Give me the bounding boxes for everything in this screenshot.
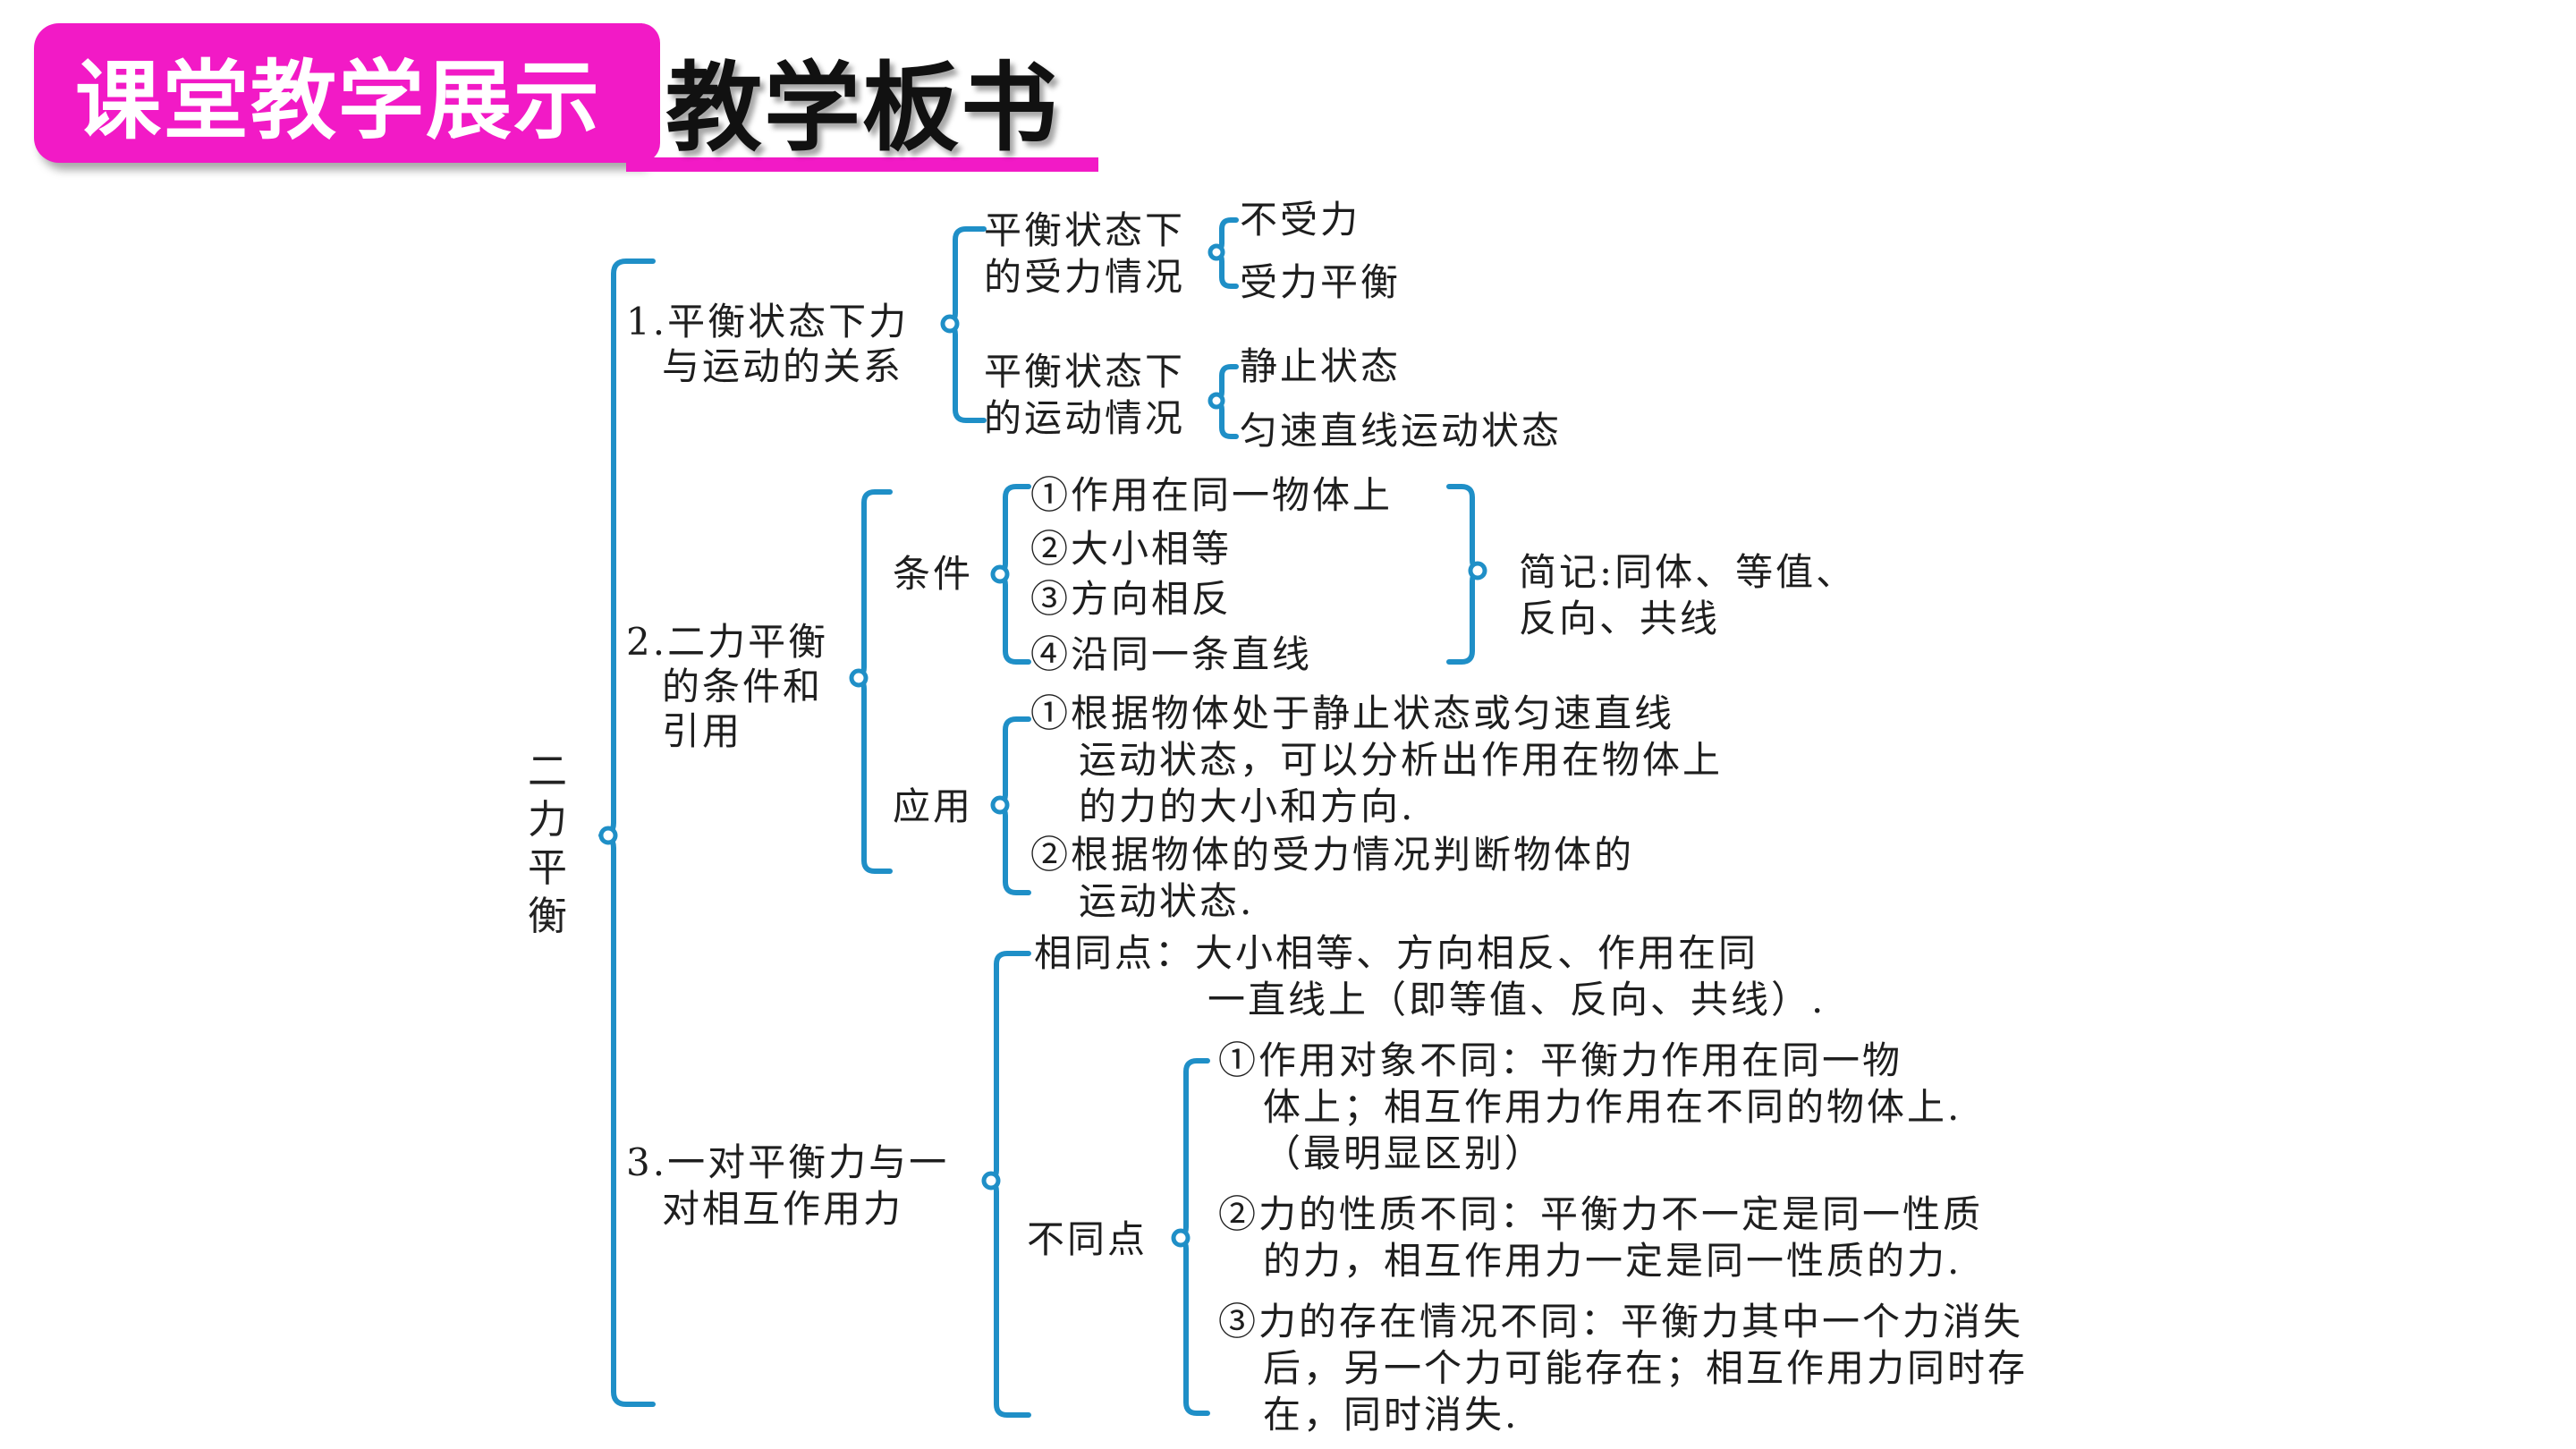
b3-node bbox=[981, 1171, 1001, 1191]
b1-sub1-node bbox=[1208, 243, 1225, 261]
slide-header: 课堂教学展示 教学板书 bbox=[0, 0, 1109, 197]
b1-sub2-node bbox=[1208, 392, 1225, 410]
diff-line-5: 的力，相互作用力一定是同一性质的力. bbox=[1263, 1239, 1962, 1283]
app-line-5: 运动状态. bbox=[1079, 879, 1255, 923]
b3-label-line2: 对相互作用力 bbox=[662, 1187, 904, 1231]
b2-label-line2: 的条件和 bbox=[662, 665, 824, 708]
cond-item-4: ④沿同一条直线 bbox=[1030, 632, 1313, 676]
section-tab: 课堂教学展示 bbox=[34, 23, 642, 163]
diff-line-8: 在，同时消失. bbox=[1263, 1393, 1520, 1436]
cond-node bbox=[990, 564, 1010, 584]
root-bracket bbox=[598, 258, 656, 1407]
cond-item-1: ①作用在同一物体上 bbox=[1030, 473, 1394, 517]
diff-line-3: （最明显区别） bbox=[1263, 1131, 1546, 1175]
b1-sub2-line2: 的运动情况 bbox=[984, 396, 1186, 440]
tab-notch bbox=[623, 23, 660, 163]
b3-label-line1: 3.一对平衡力与一 bbox=[626, 1140, 950, 1184]
cond-item-3: ③方向相反 bbox=[1030, 577, 1233, 621]
cond-item-2: ②大小相等 bbox=[1030, 527, 1233, 571]
app-line-2: 运动状态，可以分析出作用在物体上 bbox=[1079, 738, 1724, 782]
diff-line-7: 后，另一个力可能存在；相互作用力同时存 bbox=[1263, 1346, 2029, 1390]
root-node bbox=[598, 826, 618, 845]
app-line-4: ②根据物体的受力情况判断物体的 bbox=[1030, 833, 1635, 877]
b2-label-line1: 2.二力平衡 bbox=[626, 620, 829, 664]
cond-label: 条件 bbox=[893, 552, 974, 596]
page-title: 教学板书 bbox=[665, 53, 1060, 165]
summary-line1: 简记:同体、等值、 bbox=[1519, 550, 1857, 594]
b2-label-line3: 引用 bbox=[662, 709, 743, 753]
diff-line-2: 体上；相互作用力作用在不同的物体上. bbox=[1263, 1085, 1962, 1129]
b1-node bbox=[940, 314, 960, 334]
b1-sub2-line1: 平衡状态下 bbox=[984, 350, 1186, 394]
diff-line-1: ①作用对象不同：平衡力作用在同一物 bbox=[1218, 1038, 1903, 1082]
app-line-3: 的力的大小和方向. bbox=[1079, 784, 1416, 828]
same-line-1: 相同点：大小相等、方向相反、作用在同 bbox=[1034, 931, 1759, 975]
b1-sub2-leaf2: 匀速直线运动状态 bbox=[1240, 409, 1563, 453]
diff-label: 不同点 bbox=[1027, 1217, 1148, 1261]
b1-label-line1: 1.平衡状态下力 bbox=[626, 300, 910, 343]
diff-line-4: ②力的性质不同：平衡力不一定是同一性质 bbox=[1218, 1192, 1984, 1236]
b2-node bbox=[849, 668, 869, 688]
app-line-1: ①根据物体处于静止状态或匀速直线 bbox=[1030, 691, 1675, 735]
b1-sub1-leaf2: 受力平衡 bbox=[1240, 260, 1402, 304]
summary-line2: 反向、共线 bbox=[1519, 597, 1721, 640]
root-topic: 二力平衡 bbox=[528, 749, 567, 939]
app-label: 应用 bbox=[893, 784, 974, 828]
summary-node bbox=[1468, 561, 1487, 580]
b1-sub1-leaf1: 不受力 bbox=[1240, 198, 1361, 242]
app-node bbox=[990, 795, 1010, 815]
b1-sub1-line2: 的受力情况 bbox=[984, 255, 1186, 299]
title-underline bbox=[626, 157, 1098, 172]
b1-sub1-line1: 平衡状态下 bbox=[984, 208, 1186, 252]
diff-line-6: ③力的存在情况不同：平衡力其中一个力消失 bbox=[1218, 1300, 2024, 1343]
diff-node bbox=[1171, 1228, 1191, 1248]
section-tab-label: 课堂教学展示 bbox=[75, 50, 601, 151]
same-line-2: 一直线上（即等值、反向、共线）. bbox=[1208, 978, 1826, 1021]
b1-label-line2: 与运动的关系 bbox=[662, 344, 904, 388]
b1-sub2-leaf1: 静止状态 bbox=[1240, 344, 1402, 388]
